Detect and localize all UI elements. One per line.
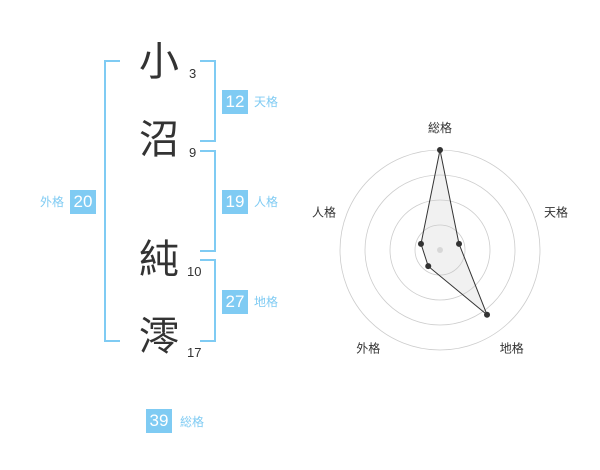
radar-point-3	[425, 263, 432, 270]
tenkaku-value-badge: 12	[222, 90, 248, 114]
name-char-1: 小	[139, 39, 179, 85]
tenkaku-label: 天格	[254, 95, 279, 109]
gaikaku-label: 外格	[40, 195, 65, 209]
chikaku-value-badge: 27	[222, 290, 248, 314]
radar-ring-2	[389, 199, 491, 301]
stroke-count-3: 10	[187, 264, 202, 279]
soukaku-label: 総格	[180, 415, 205, 429]
chikaku-bracket	[200, 259, 216, 342]
radar-point-1	[456, 240, 463, 247]
tenkaku-bracket	[200, 60, 216, 142]
name-char-4: 澪	[139, 314, 179, 360]
radar-axis-label-3: 外格	[356, 341, 380, 356]
name-char-3: 純	[139, 237, 179, 283]
radar-data-area	[420, 149, 488, 316]
gaikaku-value-badge: 20	[70, 190, 96, 214]
jinkaku-label: 人格	[254, 195, 279, 209]
radar-point-4	[417, 240, 424, 247]
name-char-2: 沼	[139, 117, 179, 163]
radar-points	[417, 147, 491, 318]
soukaku-value-badge: 39	[146, 409, 172, 433]
stroke-count-4: 17	[187, 345, 202, 360]
stroke-count-1: 3	[189, 66, 197, 81]
radar-center	[437, 247, 443, 253]
radar-axis-label-4: 人格	[312, 204, 336, 219]
jinkaku-bracket	[200, 150, 216, 252]
stroke-count-2: 9	[189, 145, 197, 160]
radar-ring-3	[364, 174, 516, 326]
chikaku-label: 地格	[254, 295, 279, 309]
radar-point-0	[437, 147, 443, 153]
radar-point-2	[484, 311, 491, 318]
radar-axis-label-1: 天格	[544, 204, 568, 219]
jinkaku-value-badge: 19	[222, 190, 248, 214]
radar-axis-label-0: 総格	[428, 120, 452, 135]
radar-ring-1	[414, 224, 466, 276]
gaikaku-bracket	[104, 60, 120, 342]
radar-axis-label-2: 地格	[500, 341, 524, 356]
